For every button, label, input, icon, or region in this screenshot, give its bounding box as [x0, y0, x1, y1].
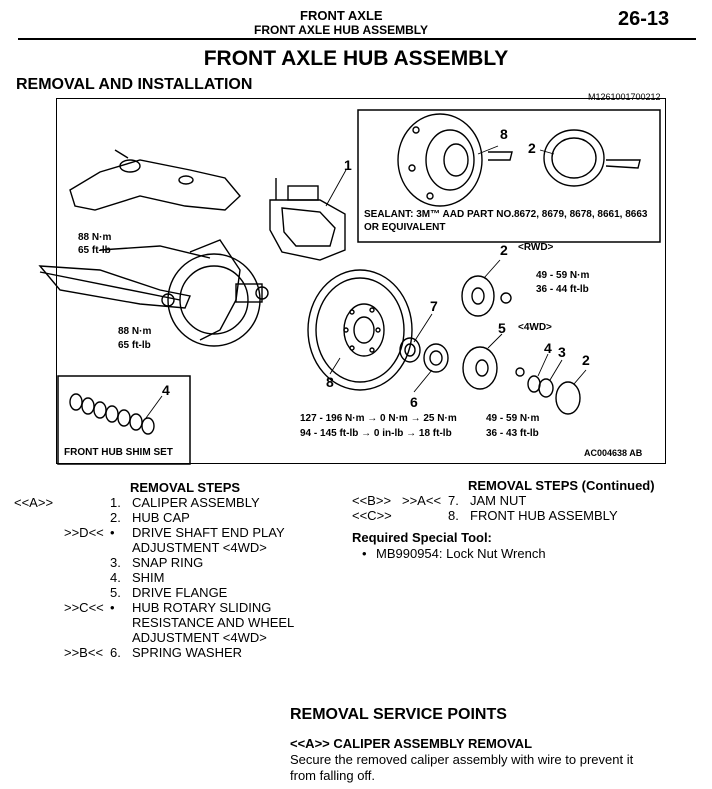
step-text: SPRING WASHER [132, 645, 243, 660]
sealant-inset-box [357, 109, 661, 243]
callout-1: 1 [344, 157, 352, 173]
torque-upper-ftlb: 65 ft-lb [78, 245, 111, 256]
shim [527, 375, 541, 393]
removal-steps-cont-title: REMOVAL STEPS (Continued) [468, 478, 655, 493]
4wd-label: <4WD> [518, 322, 552, 333]
step-text: DRIVE SHAFT END PLAY [132, 525, 285, 540]
drive-flange [462, 346, 525, 390]
callout-8-inset: 8 [500, 126, 508, 142]
inset-hub [397, 113, 513, 207]
snap-ring [538, 378, 554, 398]
step-code: >>D<< [64, 525, 104, 540]
step-code: >>A<< [402, 493, 442, 508]
torque-upper-nm: 88 N·m [78, 232, 112, 243]
header-subsection: FRONT AXLE HUB ASSEMBLY [254, 23, 429, 37]
page-subtitle: REMOVAL AND INSTALLATION [16, 76, 253, 93]
caliper-removal-title: <<A>> CALIPER ASSEMBLY REMOVAL [290, 736, 533, 751]
callout-6: 6 [410, 394, 418, 410]
step-num: 2. [110, 510, 121, 525]
torque-right-ftlb: 36 - 44 ft-lb [536, 284, 589, 295]
torque-bottom-nm: 127 - 196 N·m → 0 N·m → 25 N·m [300, 413, 457, 424]
shim-rings [69, 393, 155, 435]
step-code: <<A>> [14, 495, 54, 510]
callout-2-rwd: 2 [500, 242, 508, 258]
callout-5: 5 [498, 320, 506, 336]
figure-id-top: M1261001700212 [588, 92, 661, 102]
spring-washer [423, 343, 449, 373]
page-number: 26-13 [618, 8, 670, 30]
callout-4-shim: 4 [162, 382, 170, 398]
caliper-assembly [269, 178, 346, 261]
step-code: >>C<< [64, 600, 104, 615]
step-text: FRONT HUB ASSEMBLY [470, 508, 618, 523]
step-num: 5. [110, 585, 121, 600]
diagram-frame [56, 98, 666, 464]
step-text: CALIPER ASSEMBLY [132, 495, 260, 510]
torque-bottom-right-ftlb: 36 - 43 ft-lb [486, 428, 539, 439]
rwd-flange [461, 275, 512, 317]
callout-2-4wd: 2 [582, 352, 590, 368]
rwd-label: <RWD> [518, 242, 554, 253]
page-title: FRONT AXLE HUB ASSEMBLY [203, 47, 509, 70]
lower-suspension-arm [38, 245, 211, 309]
step-text: JAM NUT [470, 493, 527, 508]
special-tool-bullet: • [362, 546, 367, 561]
jam-nut [399, 337, 421, 363]
step-num: 6. [110, 645, 121, 660]
steering-knuckle [167, 239, 269, 347]
step-bullet: • [110, 600, 115, 615]
step-text: RESISTANCE AND WHEEL [132, 615, 295, 630]
torque-lower-ftlb: 65 ft-lb [118, 340, 151, 351]
figure-id-bottom: AC004638 AB [584, 448, 643, 458]
callout-7: 7 [430, 298, 438, 314]
torque-bottom-right-nm: 49 - 59 N·m [486, 413, 540, 424]
inset-hub-cap [543, 129, 641, 187]
step-code: >>B<< [64, 645, 104, 660]
step-text: SNAP RING [132, 555, 204, 570]
caliper-removal-text-2: from falling off. [290, 768, 376, 783]
special-tool-title: Required Special Tool: [352, 530, 492, 545]
step-text: DRIVE FLANGE [132, 585, 228, 600]
service-points-title: REMOVAL SERVICE POINTS [290, 706, 507, 723]
step-text: SHIM [132, 570, 165, 585]
brake-disc [307, 269, 413, 391]
removal-steps-title: REMOVAL STEPS [130, 480, 241, 495]
torque-right-nm: 49 - 59 N·m [536, 270, 590, 281]
callout-2-inset: 2 [528, 140, 536, 156]
step-num: 1. [110, 495, 121, 510]
torque-lower-nm: 88 N·m [118, 326, 152, 337]
step-num: 4. [110, 570, 121, 585]
step-text: HUB CAP [132, 510, 190, 525]
torque-bottom-ftlb: 94 - 145 ft-lb → 0 in-lb → 18 ft-lb [300, 428, 452, 439]
step-text: ADJUSTMENT <4WD> [132, 630, 267, 645]
hub-cap [555, 381, 581, 415]
callout-8: 8 [326, 374, 334, 390]
leader-lines [145, 145, 587, 419]
sealant-note: SEALANT: 3M™ AAD PART NO.8672, 8679, 867… [364, 209, 648, 233]
step-num: 3. [110, 555, 121, 570]
step-code: <<C>> [352, 508, 392, 523]
callout-3: 3 [558, 344, 566, 360]
header-section: FRONT AXLE [300, 8, 383, 23]
caliper-removal-text-1: Secure the removed caliper assembly with… [290, 752, 634, 767]
upper-control-arm [69, 149, 241, 211]
step-code: <<B>> [352, 493, 392, 508]
special-tool-item: MB990954: Lock Nut Wrench [376, 546, 546, 561]
step-text: ADJUSTMENT <4WD> [132, 540, 267, 555]
shim-set-box [57, 375, 191, 465]
step-text: HUB ROTARY SLIDING [132, 600, 272, 615]
shim-set-label: FRONT HUB SHIM SET [64, 447, 173, 458]
step-num: 8. [448, 508, 459, 523]
step-bullet: • [110, 525, 115, 540]
header-rule [18, 38, 696, 40]
callout-4: 4 [544, 340, 552, 356]
step-num: 7. [448, 493, 459, 508]
